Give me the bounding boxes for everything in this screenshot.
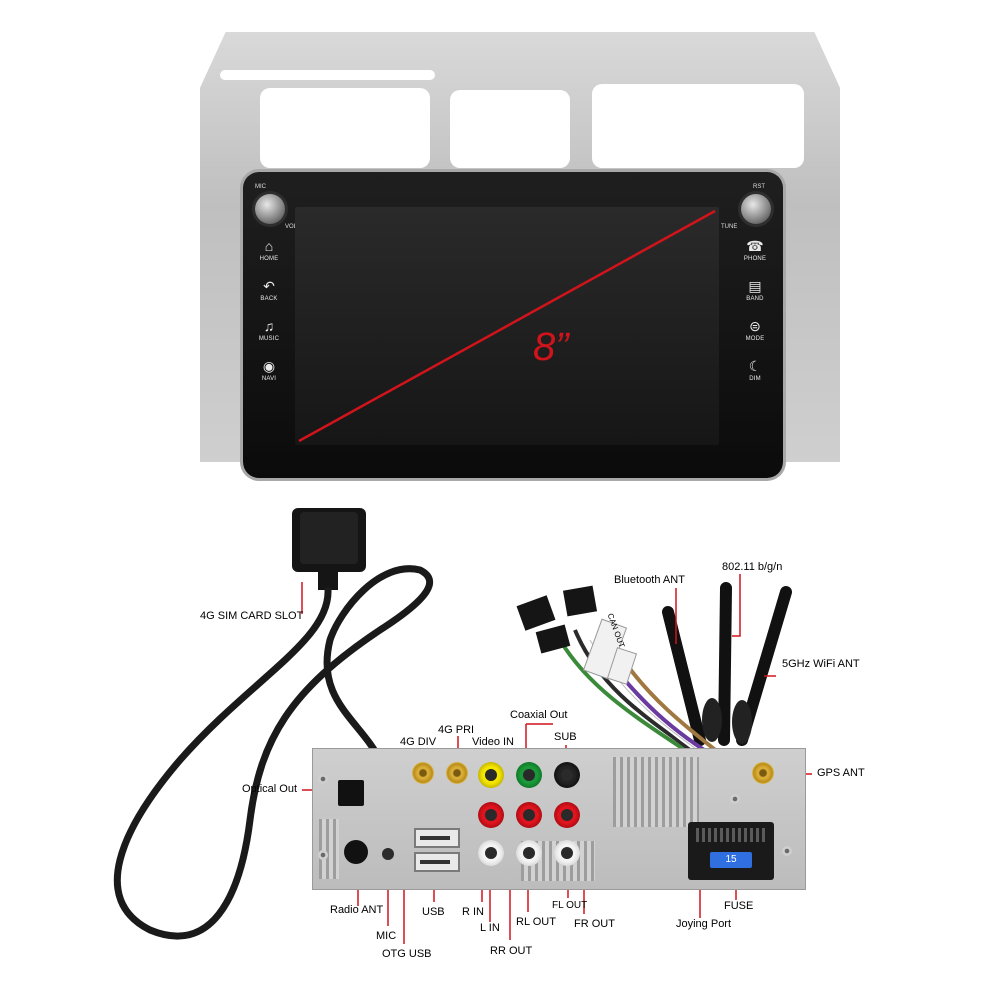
video-in-rca[interactable] <box>478 762 504 788</box>
touch-screen[interactable]: 8” <box>295 207 719 445</box>
navi-icon: ◉ <box>262 358 276 374</box>
chassis-vents-top <box>613 757 699 827</box>
optical-out-port[interactable] <box>338 780 364 806</box>
back-icon: ↶ <box>263 278 275 294</box>
coaxial-out-rca[interactable] <box>516 762 542 788</box>
mode-button[interactable]: ⊜ MODE <box>731 318 779 342</box>
band-button[interactable]: ▤ BAND <box>731 278 779 302</box>
label-4g-pri: 4G PRI <box>438 724 475 736</box>
screw-hole <box>318 850 328 860</box>
label-4g-sim-card-slot: 4G SIM CARD SLOT <box>200 610 304 622</box>
tune-label: TUNE <box>721 224 738 230</box>
label-5ghz-wifi-ant: 5GHz WiFi ANT <box>782 658 860 670</box>
rr-out-rca[interactable] <box>516 802 542 828</box>
screw-hole <box>318 774 328 784</box>
music-button[interactable]: ♫ MUSIC <box>245 318 293 342</box>
dim-button[interactable]: ☾ DIM <box>731 358 779 382</box>
mode-label: MODE <box>745 336 765 342</box>
radio-antenna-port[interactable] <box>344 840 368 864</box>
l-in-rca[interactable] <box>478 840 504 866</box>
sim-card-module <box>292 508 366 590</box>
label-4g-div: 4G DIV <box>400 736 437 748</box>
dim-icon: ☾ <box>748 358 762 374</box>
label-bluetooth-ant: Bluetooth ANT <box>614 574 685 586</box>
rl-out-rca[interactable] <box>516 840 542 866</box>
screen-diagonal <box>298 209 716 443</box>
label-usb: USB <box>422 906 445 918</box>
fuse: 15 <box>710 852 752 868</box>
bezel-vent-right <box>592 84 804 168</box>
back-button[interactable]: ↶ BACK <box>245 278 293 302</box>
label-joying-port: Joying Port <box>676 918 732 930</box>
usb-port-bottom[interactable] <box>414 852 460 872</box>
phone-icon: ☎ <box>746 238 764 254</box>
gps-ant-connector[interactable] <box>752 762 774 784</box>
label-radio-ant: Radio ANT <box>330 904 384 916</box>
chassis-vents-left <box>319 819 339 879</box>
fr-out-rca[interactable] <box>554 802 580 828</box>
phone-button[interactable]: ☎ PHONE <box>731 238 779 262</box>
mic-jack[interactable] <box>382 848 394 860</box>
4g-pri-connector[interactable] <box>446 762 468 784</box>
usb-port-top[interactable] <box>414 828 460 848</box>
dim-label: DIM <box>749 376 761 382</box>
screen-size-label: 8” <box>533 325 569 369</box>
screw-hole <box>730 794 740 804</box>
label-gps-ant: GPS ANT <box>817 767 865 779</box>
band-icon: ▤ <box>748 278 762 294</box>
connector-pins <box>696 828 766 842</box>
label-sub: SUB <box>554 731 577 743</box>
music-label: MUSIC <box>258 336 280 342</box>
label-rr-out: RR OUT <box>490 945 533 957</box>
label-fr-out: FR OUT <box>574 918 615 930</box>
label-coaxial-out: Coaxial Out <box>510 709 568 721</box>
mode-icon: ⊜ <box>749 318 761 334</box>
home-button[interactable]: ⌂ HOME <box>245 238 293 262</box>
bezel-slot-top <box>220 70 435 80</box>
label-fl-out: FL OUT <box>552 900 588 911</box>
mic-label: MIC <box>255 184 266 190</box>
bezel-vent-left <box>260 88 430 168</box>
label-otg-usb: OTG USB <box>382 948 432 960</box>
screw-hole <box>782 846 792 856</box>
4g-div-connector[interactable] <box>412 762 434 784</box>
navi-button[interactable]: ◉ NAVI <box>245 358 293 382</box>
music-icon: ♫ <box>263 318 275 334</box>
band-label: BAND <box>746 296 764 302</box>
label-video-in: Video IN <box>472 736 514 748</box>
vol-label: VOL <box>285 224 298 230</box>
r-in-rca[interactable] <box>478 802 504 828</box>
label-80211: 802.11 b/g/n <box>722 561 783 573</box>
rst-label: RST <box>753 184 765 190</box>
label-mic: MIC <box>376 930 397 942</box>
label-rl-out: RL OUT <box>516 916 556 928</box>
label-r-in: R IN <box>462 906 484 918</box>
sub-rca[interactable] <box>554 762 580 788</box>
label-optical-out: Optical Out <box>242 783 298 795</box>
tune-knob[interactable] <box>741 194 771 224</box>
volume-knob[interactable] <box>255 194 285 224</box>
phone-label: PHONE <box>743 256 767 262</box>
navi-label: NAVI <box>261 376 277 382</box>
head-unit-panel: MIC RST VOL TUNE ⌂ HOME ↶ BACK ♫ MUSIC ◉… <box>243 172 783 478</box>
bezel-vent-center <box>450 90 570 168</box>
home-label: HOME <box>259 256 279 262</box>
fl-out-rca[interactable] <box>554 840 580 866</box>
label-fuse: FUSE <box>724 900 754 912</box>
label-l-in: L IN <box>480 922 500 934</box>
home-icon: ⌂ <box>264 238 274 254</box>
wifi-antennas <box>662 582 792 746</box>
joying-port-connector[interactable]: 15 <box>688 822 774 880</box>
back-label: BACK <box>260 296 278 302</box>
